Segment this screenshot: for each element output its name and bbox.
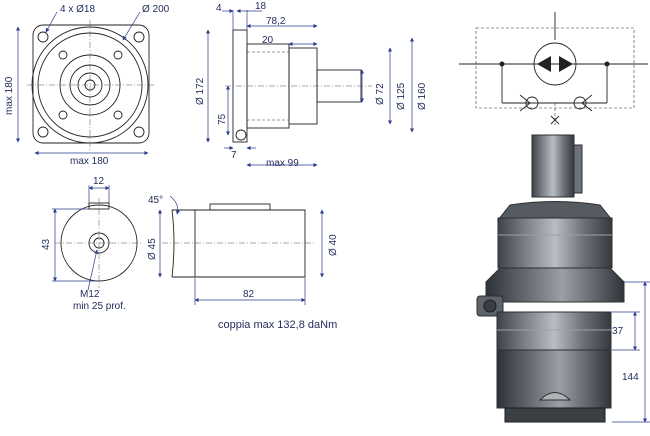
max-height-label: max 180 — [4, 76, 15, 115]
thread-m12-label: M12 — [80, 289, 100, 300]
shaft-end-view — [55, 198, 143, 288]
diameter-45-label: Ø 45 — [147, 238, 158, 260]
dim-144-label: 144 — [622, 372, 639, 383]
motor-rendering — [476, 134, 625, 423]
dim-78-label: 78,2 — [266, 16, 286, 27]
front-view-flange — [27, 20, 154, 150]
front-view-dimensions: 4 x Ø18 Ø 200 max 180 max 180 — [4, 4, 170, 167]
max-torque-label: coppia max 132,8 daNm — [218, 319, 337, 331]
dim-18-label: 18 — [255, 1, 267, 12]
dim-37-label: 37 — [612, 326, 624, 337]
shaft-side-view — [162, 203, 315, 278]
diameter-160-label: Ø 160 — [417, 82, 428, 110]
dim-4-label: 4 — [216, 3, 222, 14]
shaft-side-dimensions: 45° Ø 45 Ø 40 82 — [147, 195, 339, 305]
dim-75-label: 75 — [217, 113, 228, 125]
dim-20-label: 20 — [262, 35, 274, 46]
chamfer-angle-label: 45° — [148, 195, 163, 206]
shaft-end-dimensions: 12 43 M12 min 25 prof. — [41, 176, 126, 312]
hydraulic-symbol — [459, 12, 648, 125]
side-view-motor — [225, 29, 372, 143]
dim-12-label: 12 — [93, 176, 105, 187]
max-99-label: max 99 — [266, 158, 299, 169]
motor-arrow-right — [559, 56, 573, 72]
check-valve-left — [525, 96, 539, 110]
dim-43-label: 43 — [41, 238, 52, 250]
diameter-172-label: Ø 172 — [195, 77, 206, 105]
check-valve-right — [573, 96, 587, 110]
flange-diameter-label: Ø 200 — [142, 4, 170, 15]
dim-82-label: 82 — [243, 289, 255, 300]
rendering-dimensions: 37 144 — [612, 281, 650, 423]
motor-arrow-left — [537, 56, 551, 72]
diameter-125-label: Ø 125 — [396, 82, 407, 110]
holes-dimension-label: 4 x Ø18 — [60, 4, 95, 15]
diameter-40-label: Ø 40 — [328, 234, 339, 256]
max-width-label: max 180 — [70, 156, 109, 167]
diameter-72-label: Ø 72 — [375, 83, 386, 105]
side-view-dimensions: 4 18 78,2 20 Ø 172 Ø 72 Ø 125 Ø 160 75 7… — [195, 1, 428, 169]
dim-7-label: 7 — [231, 150, 237, 161]
thread-depth-label: min 25 prof. — [73, 301, 126, 312]
